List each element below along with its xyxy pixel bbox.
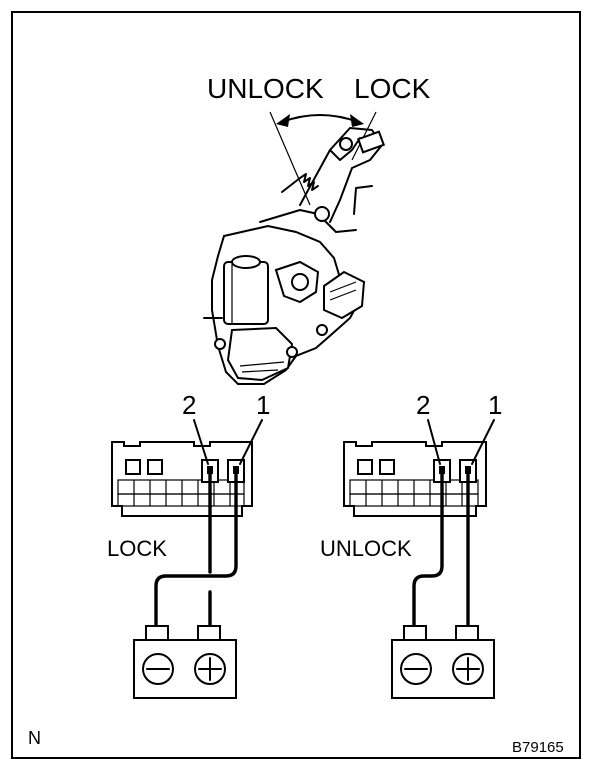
corner-letter: N [28,728,41,748]
plus-terminal-icon [194,653,226,685]
plus-terminal-icon [452,653,484,685]
minus-terminal-icon [142,653,174,685]
left-pin-2-label: 2 [182,390,196,420]
left-pin-1-label: 1 [256,390,270,420]
right-battery [391,625,495,699]
left-mode-label: LOCK [107,536,167,561]
direction-arc [269,111,377,206]
right-pin-2-label: 2 [416,390,430,420]
actuator-unlock-label: UNLOCK [207,73,324,104]
right-connector [343,441,487,517]
actuator-lock-label: LOCK [354,73,431,104]
left-wiring [154,472,238,630]
right-mode-label: UNLOCK [320,536,412,561]
figure-code: B79165 [512,739,564,756]
door-lock-actuator-illustration [203,127,386,385]
figure-frame [11,11,581,759]
minus-terminal-icon [400,653,432,685]
left-connector [111,441,253,517]
right-wiring [412,472,470,630]
left-battery [133,625,237,699]
right-pin-1-label: 1 [488,390,502,420]
